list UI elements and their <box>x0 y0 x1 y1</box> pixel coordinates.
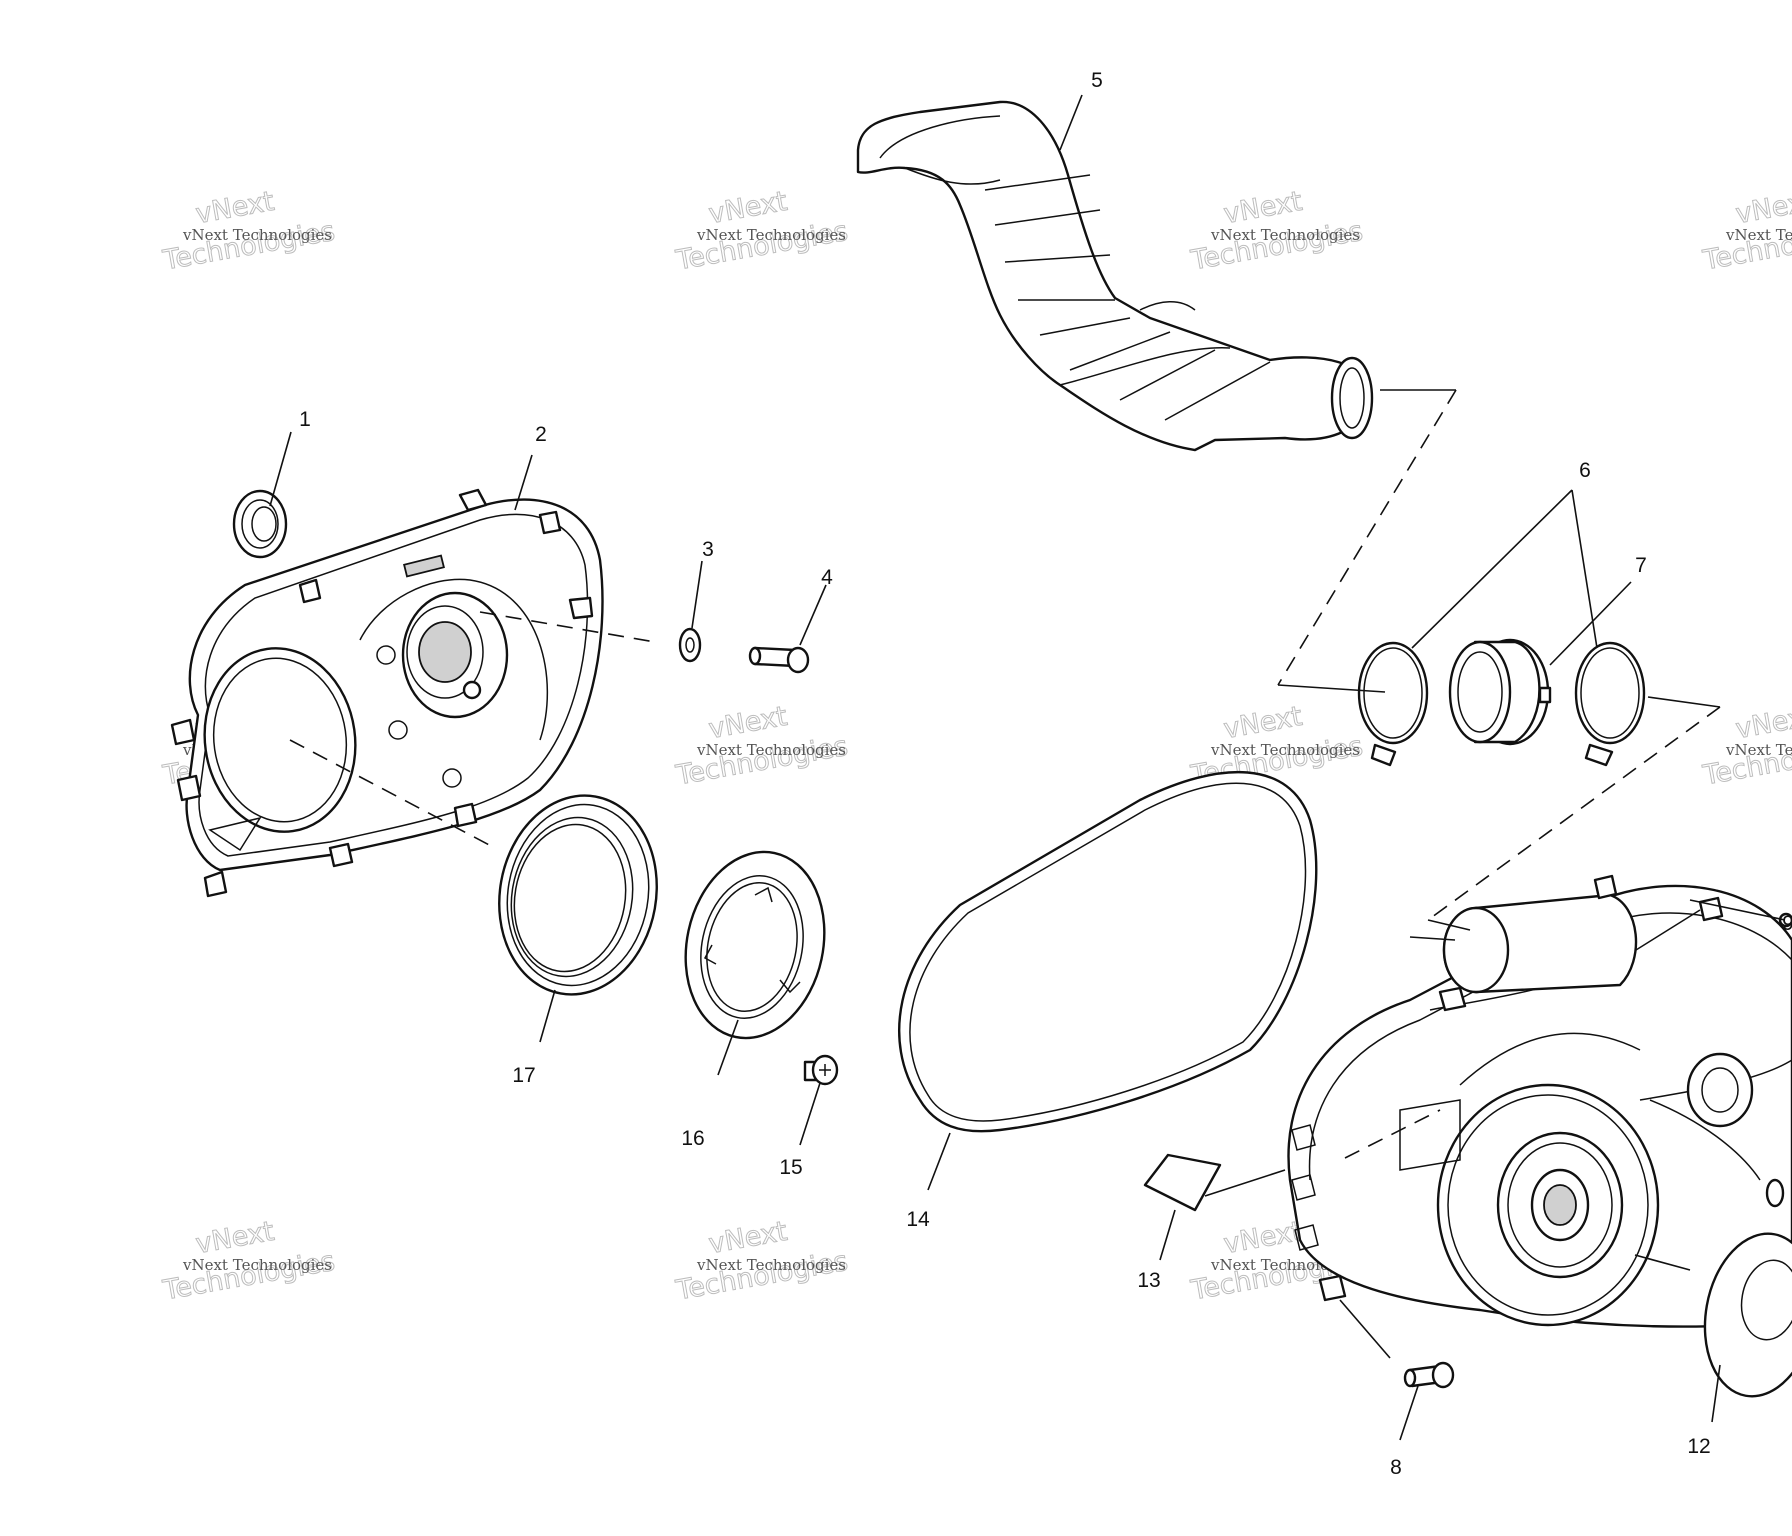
label-icon <box>1143 1153 1222 1212</box>
leader-line <box>1339 1299 1391 1359</box>
leader-line <box>799 1082 821 1146</box>
leader-line <box>1159 1209 1176 1261</box>
dashed-line <box>1277 389 1457 686</box>
leader-line <box>1571 489 1598 649</box>
leader-line <box>1409 936 1456 941</box>
watermark-text: vNext Technologies <box>182 1256 332 1274</box>
leader-line <box>1059 94 1083 151</box>
air-intake-duct-icon <box>856 100 1374 452</box>
bolt-icon <box>1403 1361 1455 1389</box>
callout-16: 16 <box>681 1127 704 1150</box>
watermark-brand: vNext <box>1221 1216 1304 1260</box>
watermark-brand: vNext <box>1221 701 1304 745</box>
watermark-brand: vNext <box>193 186 276 230</box>
callout-5: 5 <box>1091 69 1103 92</box>
callout-12: 12 <box>1687 1435 1710 1458</box>
watermark-brand: vNext <box>193 1216 276 1260</box>
leader-line <box>269 431 292 507</box>
leader-line <box>1634 1254 1691 1271</box>
callout-2: 2 <box>535 423 547 446</box>
callout-9: 9 <box>1782 912 1792 935</box>
hose-clamp-icon <box>1357 641 1429 767</box>
watermark-brand: vNext <box>1733 701 1792 745</box>
leader-line <box>1427 919 1471 931</box>
watermark-text: vNext Technologies <box>182 226 332 244</box>
callout-15: 15 <box>779 1156 802 1179</box>
washer-icon <box>678 627 702 663</box>
watermark-text: vNext Technologies <box>696 741 846 759</box>
watermark-text: vNext Technologies <box>1210 741 1360 759</box>
leader-line <box>539 989 556 1043</box>
leader-line <box>927 1132 951 1191</box>
leader-line <box>799 584 827 646</box>
hose-clamp-icon <box>1574 641 1646 767</box>
leader-line <box>1277 684 1386 693</box>
leader-line <box>1689 899 1786 921</box>
callout-17: 17 <box>512 1064 535 1087</box>
duct-coupler-icon <box>1448 638 1552 746</box>
watermark-brand: vNext <box>706 1216 789 1260</box>
watermark-brand: vNext <box>1733 186 1792 230</box>
watermark-word: Technologies <box>160 1246 337 1307</box>
leader-line <box>1647 696 1721 708</box>
watermark-brand: vNext <box>706 701 789 745</box>
callout-14: 14 <box>906 1208 930 1231</box>
leader-line <box>1549 581 1632 666</box>
callout-7: 7 <box>1635 554 1647 577</box>
dashed-line <box>479 611 656 643</box>
watermark-word: Technologies <box>673 731 850 792</box>
dashed-line <box>1427 706 1721 921</box>
callout-labels: 1 2 3 4 5 6 7 8 9 12 13 14 15 16 17 <box>299 69 1792 1479</box>
leader-lines <box>269 94 1786 1441</box>
retainer-plate-icon <box>684 850 826 1040</box>
leader-line <box>691 560 703 629</box>
screw-icon <box>803 1054 839 1086</box>
dashed-line <box>1344 1109 1441 1159</box>
leader-line <box>717 1019 739 1076</box>
callout-13: 13 <box>1137 1269 1160 1292</box>
callout-1: 1 <box>299 408 311 431</box>
watermark-text: vNext Technologies <box>1210 226 1360 244</box>
inner-clutch-cover-icon <box>170 488 604 898</box>
watermark-text: vNext Technologies <box>696 1256 846 1274</box>
bearing-seal-icon <box>498 794 658 996</box>
bolt-icon <box>748 646 810 674</box>
leader-line <box>1204 1169 1286 1197</box>
watermark-brand: vNext <box>1221 186 1304 230</box>
watermark-text: vNext Technologies <box>1725 741 1792 759</box>
watermark-word: Technologies <box>673 216 850 277</box>
watermark-text: vNext Technologies <box>696 226 846 244</box>
watermark-word: Technologies <box>1188 216 1365 277</box>
watermark-word: Technologies <box>160 216 337 277</box>
callout-8: 8 <box>1390 1456 1402 1479</box>
drive-belt-icon <box>898 770 1318 1133</box>
leader-line <box>514 454 533 511</box>
watermark-brand: vNext <box>706 186 789 230</box>
callout-3: 3 <box>702 538 714 561</box>
callout-6: 6 <box>1579 459 1591 482</box>
leader-line <box>1399 1385 1419 1441</box>
leader-line <box>1711 1364 1721 1423</box>
callout-4: 4 <box>821 566 833 589</box>
dashed-line <box>289 739 496 849</box>
watermark-text: vNext Technologies <box>1725 226 1792 244</box>
leader-line <box>1411 489 1573 649</box>
seal-ring-icon <box>232 489 288 559</box>
outer-clutch-cover-icon <box>1287 874 1792 1328</box>
gasket-icon <box>1703 1232 1792 1398</box>
watermark-word: Technologies <box>673 1246 850 1307</box>
